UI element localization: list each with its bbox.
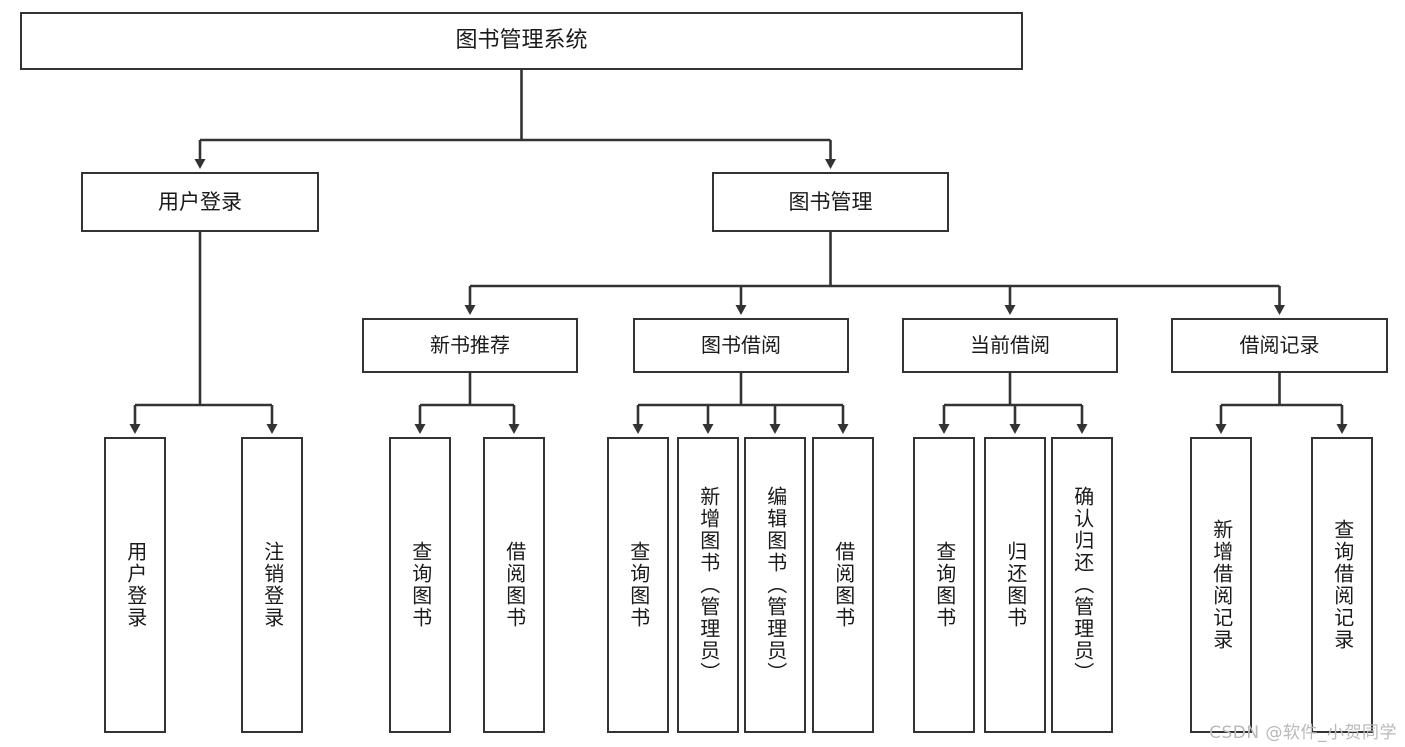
node-label: 查询图书 <box>626 541 651 629</box>
csdn-watermark: CSDN @软件_小贺同学 <box>1209 723 1397 743</box>
leaf-user-login[interactable]: 用户登录 <box>104 437 166 733</box>
leaf-current-query[interactable]: 查询图书 <box>913 437 975 733</box>
node-label: 确认归还（管理员） <box>1070 486 1095 684</box>
leaf-current-return[interactable]: 归还图书 <box>984 437 1046 733</box>
leaf-newbooks-borrow[interactable]: 借阅图书 <box>483 437 545 733</box>
node-label: 新书推荐 <box>430 332 510 357</box>
node-label: 用户登录 <box>123 541 148 629</box>
node-label: 编辑图书（管理员） <box>763 486 788 684</box>
node-label: 新增图书（管理员） <box>696 486 721 684</box>
node-label: 注销登录 <box>260 541 285 629</box>
node-label: 借阅记录 <box>1239 332 1320 357</box>
node-borrow[interactable]: 图书借阅 <box>633 318 849 373</box>
node-book-manage[interactable]: 图书管理 <box>712 172 949 232</box>
node-current-borrow[interactable]: 当前借阅 <box>902 318 1118 373</box>
leaf-borrow-query[interactable]: 查询图书 <box>607 437 669 733</box>
leaf-borrow-add-book[interactable]: 新增图书（管理员） <box>677 437 739 733</box>
node-label: 查询图书 <box>408 541 433 629</box>
leaf-records-add[interactable]: 新增借阅记录 <box>1190 437 1252 733</box>
node-root[interactable]: 图书管理系统 <box>20 12 1023 70</box>
node-label: 当前借阅 <box>970 332 1050 357</box>
node-label: 用户登录 <box>158 189 242 214</box>
leaf-newbooks-query[interactable]: 查询图书 <box>389 437 451 733</box>
leaf-records-query[interactable]: 查询借阅记录 <box>1311 437 1373 733</box>
node-label: 图书管理系统 <box>455 28 588 54</box>
leaf-current-confirm-return[interactable]: 确认归还（管理员） <box>1051 437 1113 733</box>
node-label: 图书借阅 <box>701 332 781 357</box>
leaf-borrow-edit-book[interactable]: 编辑图书（管理员） <box>744 437 806 733</box>
node-new-books[interactable]: 新书推荐 <box>362 318 578 373</box>
node-label: 查询借阅记录 <box>1330 519 1355 651</box>
node-label: 借阅图书 <box>831 541 856 629</box>
node-label: 借阅图书 <box>502 541 527 629</box>
node-user-login[interactable]: 用户登录 <box>81 172 319 232</box>
node-label: 查询图书 <box>932 541 957 629</box>
node-borrow-records[interactable]: 借阅记录 <box>1171 318 1388 373</box>
node-label: 新增借阅记录 <box>1209 519 1234 651</box>
node-label: 归还图书 <box>1003 541 1028 629</box>
leaf-user-logout[interactable]: 注销登录 <box>241 437 303 733</box>
leaf-borrow-borrow-book[interactable]: 借阅图书 <box>812 437 874 733</box>
node-label: 图书管理 <box>788 189 873 214</box>
